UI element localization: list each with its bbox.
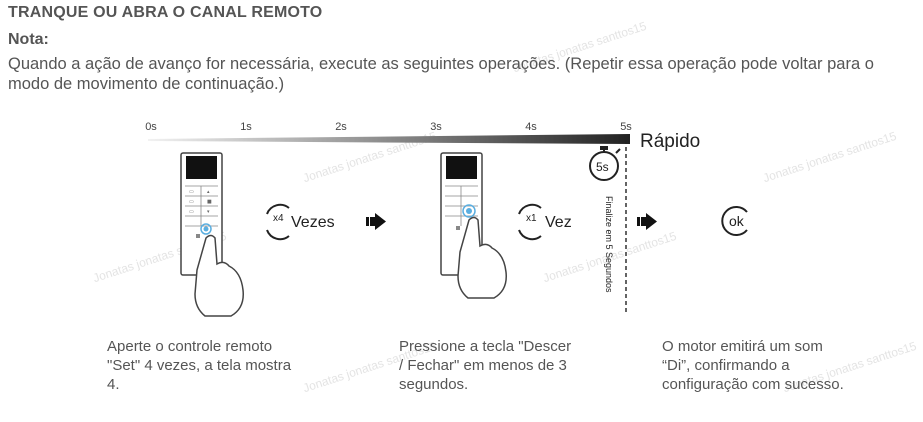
repeat-label: Vez [545, 214, 572, 232]
arrow-right-icon [637, 213, 657, 230]
speed-label: Rápido [640, 131, 700, 153]
step-1-description: Aperte o controle remoto "Set" 4 vezes, … [107, 337, 297, 394]
svg-text:▭: ▭ [189, 189, 194, 195]
svg-text:▭: ▭ [189, 209, 194, 215]
timer-label: 5s [596, 160, 609, 174]
ok-label: ok [729, 213, 744, 229]
svg-text:▭: ▭ [189, 199, 194, 205]
timeline-bar [148, 134, 630, 144]
repeat-count: x4 [273, 213, 284, 224]
step-3-description: O motor emitirá um som “Di”, confirmando… [662, 337, 847, 394]
repeat-label: Vezes [291, 214, 335, 232]
arrow-right-icon [366, 213, 386, 230]
svg-text:■: ■ [207, 199, 212, 205]
step-2-description: Pressione a tecla "Descer / Fechar" em m… [399, 337, 579, 394]
repeat-count: x1 [526, 213, 537, 224]
deadline-text: Finalize em 5 Segundos [604, 196, 626, 306]
